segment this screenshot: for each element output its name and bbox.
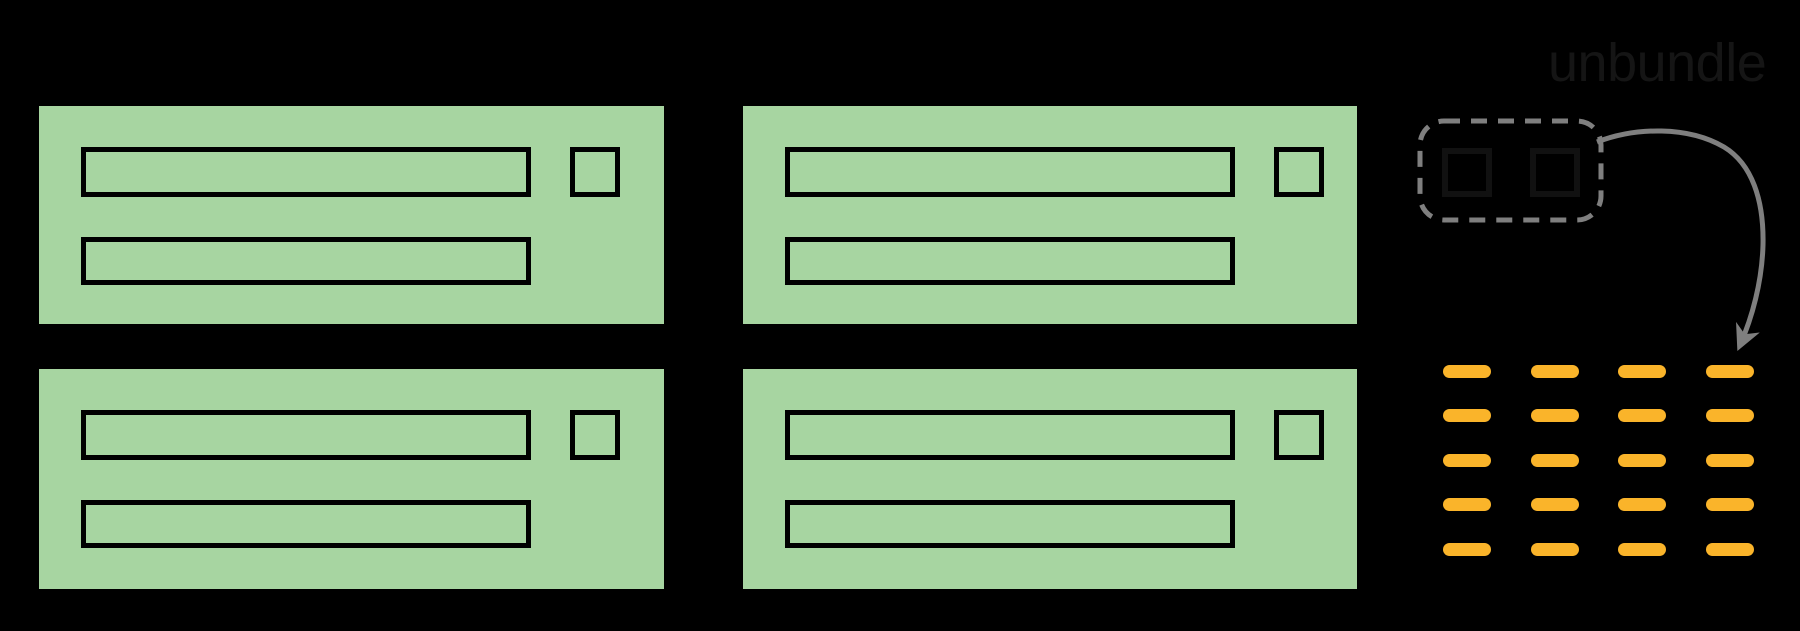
token-dash-icon xyxy=(1705,498,1754,512)
bundle-square-icon xyxy=(1530,148,1580,197)
token-dash-icon xyxy=(1530,409,1579,423)
record-small-square-icon xyxy=(570,147,620,197)
token-dash-icon xyxy=(1705,542,1754,556)
token-dash-icon xyxy=(1618,542,1666,556)
token-dash-icon xyxy=(1443,409,1491,423)
token-dash-icon xyxy=(1618,453,1666,467)
token-dash-icon xyxy=(1530,498,1579,512)
bundle-square-icon xyxy=(1442,148,1492,197)
token-dash-icon xyxy=(1530,365,1579,378)
record-bar-bottom xyxy=(785,500,1235,548)
token-dash-icon xyxy=(1443,542,1491,556)
token-dash-icon xyxy=(1705,453,1754,467)
record-small-square-icon xyxy=(1274,147,1324,197)
token-dash-icon xyxy=(1530,453,1579,467)
token-dash-icon xyxy=(1618,498,1666,512)
token-dash-icon xyxy=(1705,409,1754,423)
record-bar-top xyxy=(785,410,1235,460)
bundled-card xyxy=(39,106,664,324)
token-dash-icon xyxy=(1443,453,1491,467)
record-bar-top xyxy=(785,147,1235,197)
token-dash-icon xyxy=(1530,542,1579,556)
bundled-card xyxy=(743,369,1357,589)
token-dash-icon xyxy=(1705,365,1754,378)
record-small-square-icon xyxy=(1274,410,1324,460)
record-bar-bottom xyxy=(81,500,531,548)
record-bar-bottom xyxy=(785,237,1235,285)
bundled-card xyxy=(743,106,1357,324)
token-dash-icon xyxy=(1618,365,1666,378)
record-bar-top xyxy=(81,147,531,197)
token-dash-icon xyxy=(1618,409,1666,423)
token-dash-icon xyxy=(1443,365,1491,378)
record-bar-top xyxy=(81,410,531,460)
record-bar-bottom xyxy=(81,237,531,285)
unbundle-arrow xyxy=(1596,128,1766,351)
token-dash-icon xyxy=(1443,498,1491,512)
unbundle-label: unbundle xyxy=(1548,33,1767,93)
record-small-square-icon xyxy=(570,410,620,460)
bundled-card xyxy=(39,369,664,589)
